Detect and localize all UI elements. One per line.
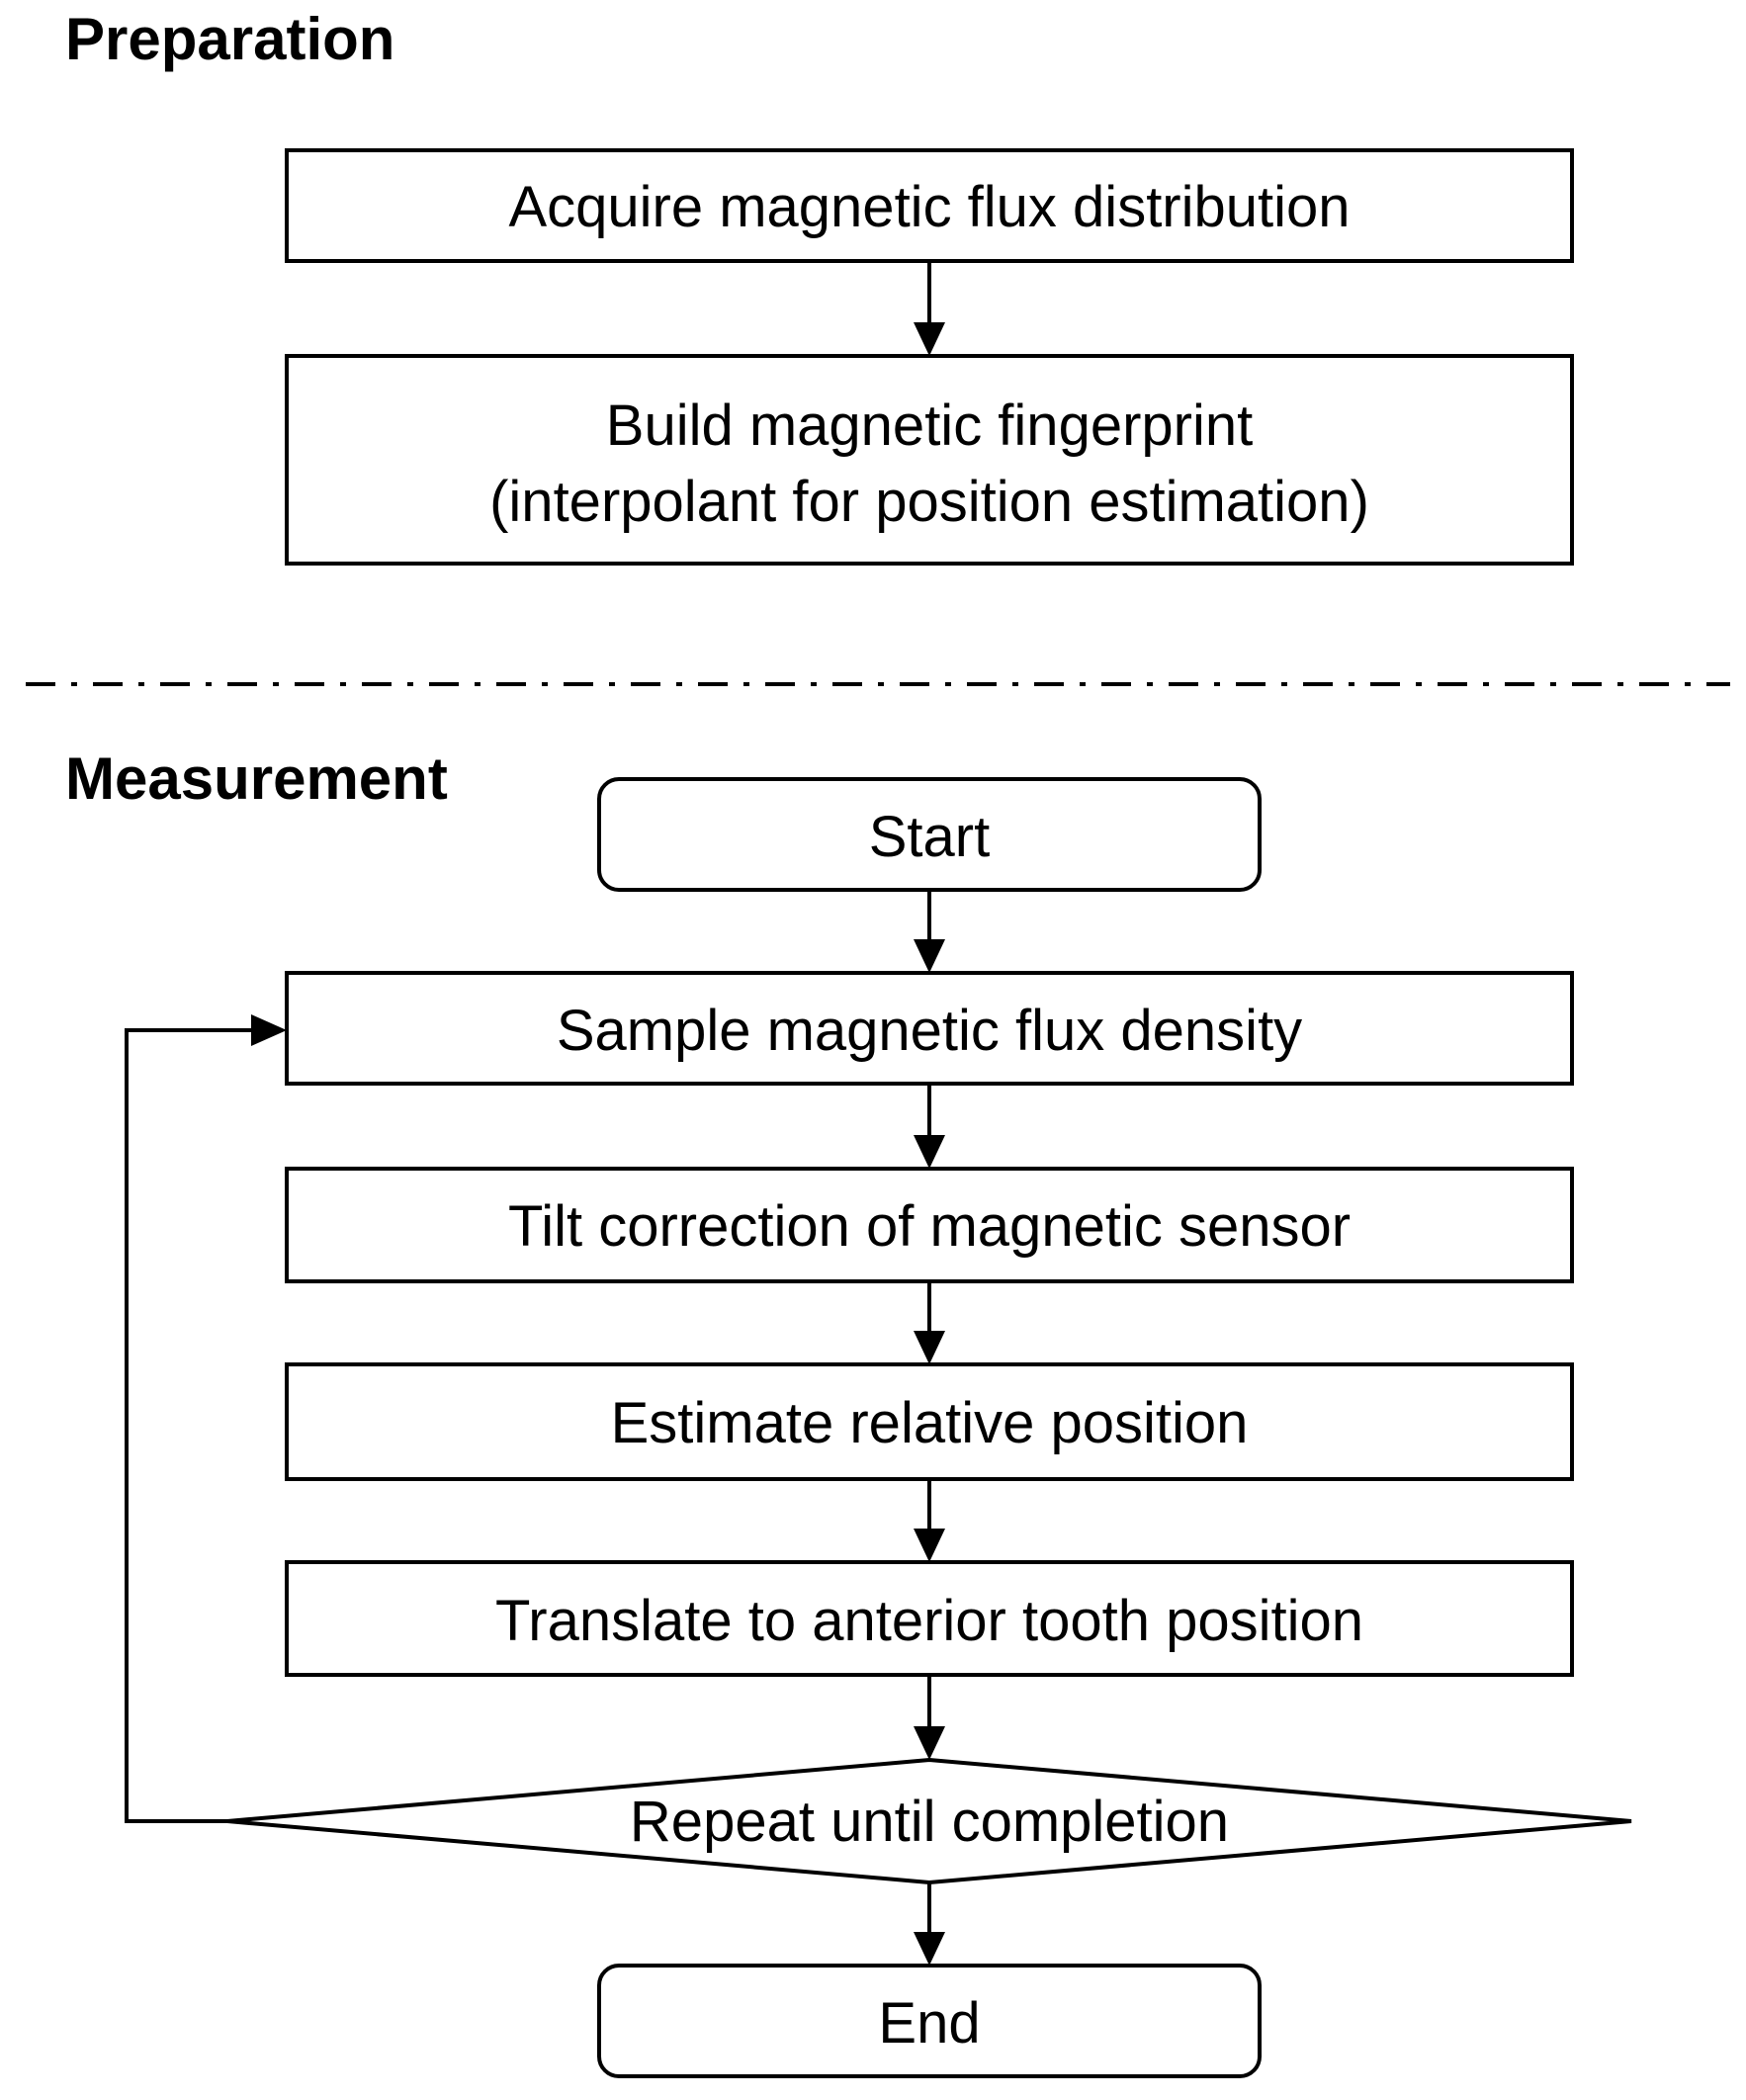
edge-sample-tilt bbox=[914, 1084, 945, 1169]
build-fingerprint-node: Build magnetic fingerprint (interpolant … bbox=[285, 354, 1574, 566]
end-node: End bbox=[597, 1964, 1262, 2078]
start-node: Start bbox=[597, 777, 1262, 892]
estimate-label: Estimate relative position bbox=[611, 1391, 1249, 1455]
sample-node: Sample magnetic flux density bbox=[285, 971, 1574, 1086]
estimate-position-node: Estimate relative position bbox=[285, 1362, 1574, 1481]
edge-start-sample bbox=[914, 890, 945, 973]
edge-repeat-end bbox=[914, 1882, 945, 1966]
start-label: Start bbox=[869, 805, 991, 869]
end-label: End bbox=[878, 1991, 980, 2056]
tilt-correction-node: Tilt correction of magnetic sensor bbox=[285, 1167, 1574, 1283]
acquire-node: Acquire magnetic flux distribution bbox=[285, 148, 1574, 263]
tilt-label: Tilt correction of magnetic sensor bbox=[508, 1194, 1351, 1259]
measurement-title: Measurement bbox=[65, 745, 448, 812]
acquire-label: Acquire magnetic flux distribution bbox=[508, 175, 1350, 239]
repeat-decision-node: Repeat until completion bbox=[226, 1757, 1632, 1885]
preparation-title: Preparation bbox=[65, 6, 394, 72]
build-label-line2: (interpolant for position estimation) bbox=[489, 470, 1369, 534]
repeat-label: Repeat until completion bbox=[630, 1790, 1229, 1854]
edge-translate-repeat bbox=[914, 1675, 945, 1760]
edge-repeat-loop-back bbox=[125, 1014, 287, 1823]
translate-position-node: Translate to anterior tooth position bbox=[285, 1560, 1574, 1677]
sample-label: Sample magnetic flux density bbox=[557, 999, 1302, 1063]
translate-label: Translate to anterior tooth position bbox=[495, 1589, 1363, 1653]
build-label-line1: Build magnetic fingerprint bbox=[606, 394, 1253, 458]
edge-estimate-translate bbox=[914, 1479, 945, 1562]
edge-tilt-estimate bbox=[914, 1281, 945, 1364]
edge-acquire-build bbox=[914, 261, 945, 356]
